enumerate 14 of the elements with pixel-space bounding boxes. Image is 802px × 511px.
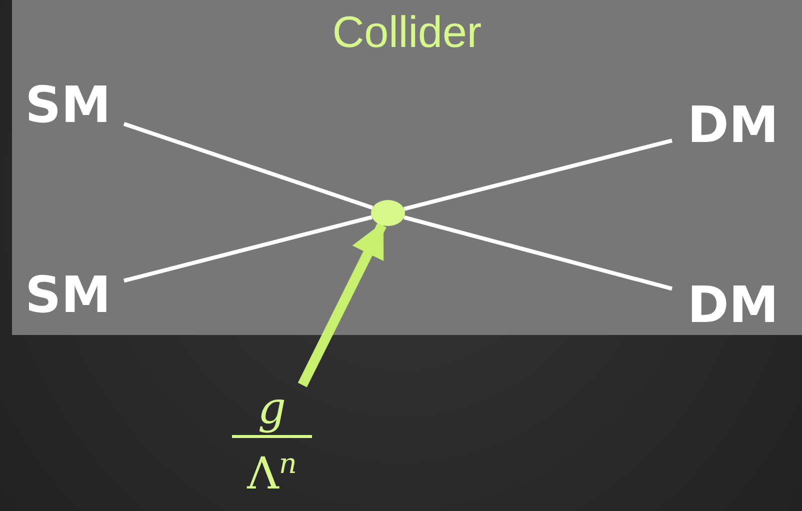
arrow <box>298 222 386 388</box>
particle-label: DM <box>672 278 794 332</box>
interaction-line <box>404 215 673 291</box>
particle-label: SM <box>12 268 124 322</box>
panel-title: Collider <box>331 8 483 58</box>
fraction-numerator: g <box>232 385 312 438</box>
vertex-dot <box>371 200 405 226</box>
collider-panel <box>12 0 802 335</box>
interaction-line <box>404 138 672 211</box>
fraction-denominator: Λ$^{n}$ <box>247 446 297 501</box>
interaction-line <box>124 215 372 283</box>
particle-label: DM <box>672 98 794 152</box>
particle-label: SM <box>12 78 124 132</box>
interaction-line <box>123 122 374 210</box>
